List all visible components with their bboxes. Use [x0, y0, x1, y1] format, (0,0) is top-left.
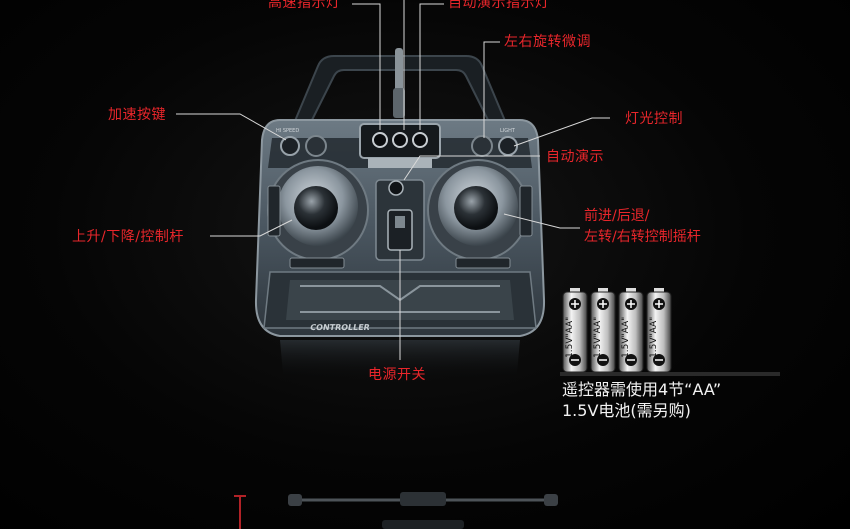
controller-small-label: HI SPEED: [276, 128, 300, 134]
label-throttle-stick: 上升/下降/控制杆: [72, 229, 184, 245]
label-demo-indicator: 自动演示指示灯: [448, 0, 550, 11]
label-direction-line1: 前进/后退/: [584, 208, 650, 224]
battery: [646, 288, 672, 373]
controller-small-label: LIGHT: [500, 128, 515, 134]
battery-label: 1.5V"AA": [621, 316, 631, 358]
label-direction-line2: 左转/右转控制摇杆: [584, 229, 701, 245]
batteries: [562, 288, 672, 373]
label-power-switch: 电源开关: [368, 367, 426, 383]
battery-caption-line1: 遥控器需使用4节“AA”: [562, 380, 722, 399]
battery-label: 1.5V"AA": [565, 316, 575, 358]
battery-label: 1.5V"AA": [649, 316, 659, 358]
label-speed-indicator: 高速指示灯: [268, 0, 341, 11]
light-button: [498, 136, 518, 156]
demo-button: [388, 180, 404, 196]
controller-logo-text: CONTROLLER: [309, 323, 371, 332]
battery: [590, 288, 616, 373]
speed-button: [280, 136, 300, 156]
label-speed-button: 加速按键: [108, 107, 166, 123]
label-light-control: 灯光控制: [625, 111, 683, 127]
label-trim: 左右旋转微调: [504, 34, 591, 50]
battery: [562, 288, 588, 373]
battery-label: 1.5V"AA": [593, 316, 603, 358]
battery-caption-line2: 1.5V电池(需另购): [562, 401, 691, 420]
callout-lines: [176, 0, 610, 360]
battery: [618, 288, 644, 373]
label-auto-demo: 自动演示: [546, 149, 604, 165]
